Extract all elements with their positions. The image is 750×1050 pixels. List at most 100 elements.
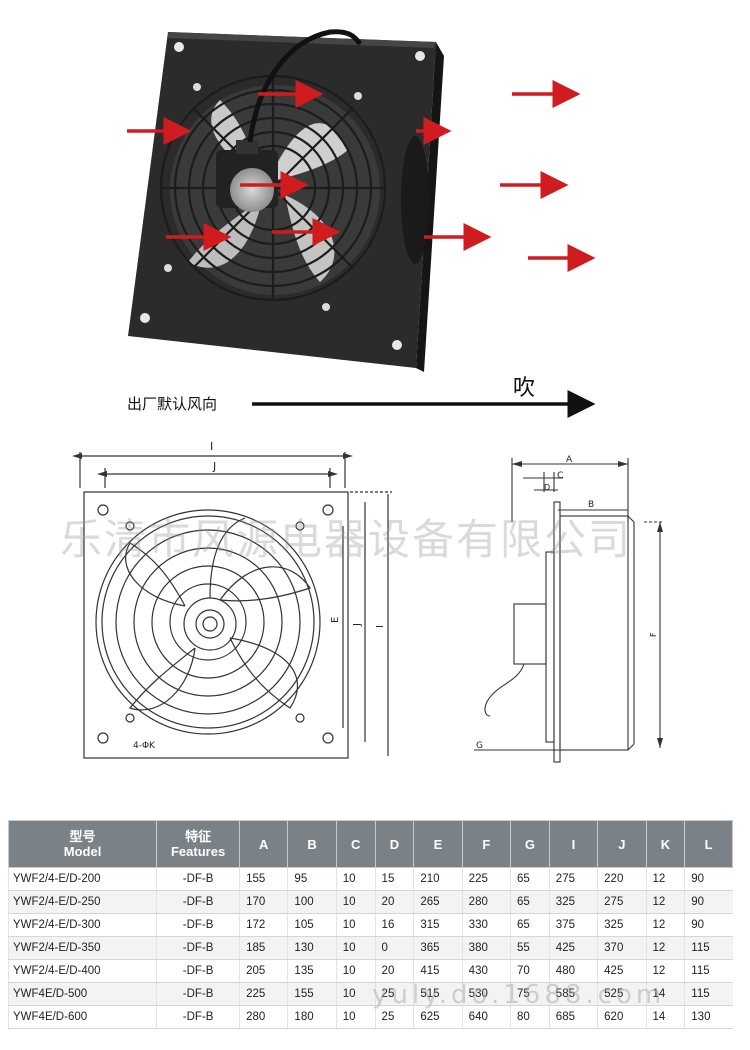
value-cell: 265 [413,890,463,914]
value-cell: 365 [413,936,463,960]
value-cell: 12 [645,913,685,937]
value-cell: 225 [239,982,288,1006]
value-cell: 100 [287,890,337,914]
model-cell: YWF2/4-E/D-250 [7,890,157,914]
value-cell: 205 [239,959,288,983]
value-cell: 155 [239,867,288,891]
feature-cell: -DF-B [156,982,240,1006]
value-cell: 12 [645,890,685,914]
value-cell: 65 [510,867,550,891]
model-cell: YWF4E/D-500 [7,982,157,1006]
feature-cell: -DF-B [156,867,240,891]
value-cell: 425 [548,936,598,960]
feature-cell: -DF-B [156,959,240,983]
value-cell: 90 [684,913,733,937]
value-cell: 65 [510,913,550,937]
value-cell: 80 [510,1005,550,1029]
dim-label-J: J [212,460,216,473]
model-cell: YWF2/4-E/D-350 [7,936,157,960]
dim-label-E: E [330,617,341,623]
guard-screws [164,83,362,311]
dim-label-J-side: J [352,623,363,627]
blow-label: 吹 [513,376,536,401]
hole-spec-label: 4-ΦK [133,741,156,751]
value-cell: 370 [597,936,647,960]
value-cell: 25 [374,1005,414,1029]
power-cable [247,29,363,143]
value-cell: 155 [287,982,337,1006]
dim-label-B: B [588,500,594,510]
value-cell: 375 [548,913,598,937]
value-cell: 65 [510,890,550,914]
value-cell: 185 [239,936,288,960]
value-cell: 585 [548,982,598,1006]
value-cell: 10 [335,890,376,914]
dim-label-D: D [544,483,550,492]
value-cell: 14 [645,982,685,1006]
value-cell: 530 [461,982,511,1006]
value-cell: 280 [239,1005,288,1029]
column-header-f: F [461,820,512,868]
value-cell: 525 [597,982,647,1006]
value-cell: 170 [239,890,288,914]
column-header-b: B [287,820,337,868]
dim-label-F: F [649,632,658,637]
value-cell: 10 [335,913,376,937]
value-cell: 90 [684,890,733,914]
value-cell: 10 [335,1005,376,1029]
corner-holes [140,42,425,350]
column-header-k: K [645,820,686,868]
value-cell: 12 [645,959,685,983]
value-cell: 325 [548,890,598,914]
column-header-i: I [548,820,599,868]
column-header-j: J [597,820,647,868]
dim-label-G: G [476,741,483,751]
side-view-drawing: A C D B F G [474,455,664,763]
value-cell: 275 [548,867,598,891]
value-cell: 135 [287,959,337,983]
dim-label-A: A [566,455,573,465]
value-cell: 625 [413,1005,463,1029]
column-header-a: A [239,820,289,868]
value-cell: 10 [335,867,376,891]
value-cell: 15 [374,867,414,891]
column-header-g: G [510,820,550,868]
value-cell: 685 [548,1005,598,1029]
value-cell: 220 [597,867,647,891]
value-cell: 430 [461,959,511,983]
value-cell: 620 [597,1005,647,1029]
value-cell: 70 [510,959,550,983]
value-cell: 25 [374,982,414,1006]
motor-junction-box [216,140,278,212]
value-cell: 10 [335,982,376,1006]
value-cell: 130 [684,1005,733,1029]
value-cell: 115 [684,936,733,960]
value-cell: 0 [374,936,414,960]
feature-cell: -DF-B [156,936,240,960]
value-cell: 20 [374,890,414,914]
value-cell: 210 [413,867,463,891]
value-cell: 90 [684,867,733,891]
column-header-en: Features [170,844,226,859]
value-cell: 380 [461,936,511,960]
model-cell: YWF2/4-E/D-400 [7,959,157,983]
column-header-e: E [413,820,463,868]
value-cell: 275 [597,890,647,914]
value-cell: 325 [597,913,647,937]
value-cell: 75 [510,982,550,1006]
value-cell: 640 [461,1005,511,1029]
model-cell: YWF2/4-E/D-300 [7,913,157,937]
column-header-d: D [374,820,415,868]
value-cell: 330 [461,913,511,937]
value-cell: 115 [684,982,733,1006]
column-header-cn: 型号 [69,829,96,844]
column-header-l: L [684,820,733,868]
